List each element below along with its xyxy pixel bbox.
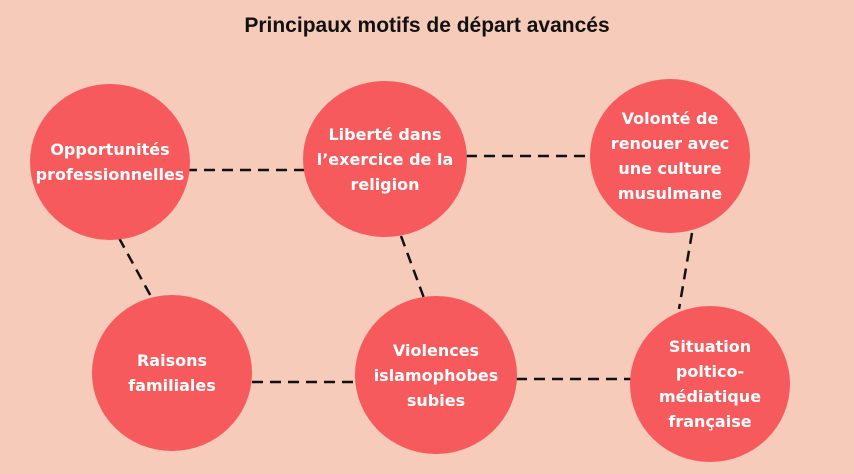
connector-opportunites-familiales (117, 237, 156, 303)
connector-volonte-situation (677, 232, 694, 310)
diagram-title: Principaux motifs de départ avancés (244, 14, 610, 37)
connector-liberte-violences (399, 235, 426, 299)
